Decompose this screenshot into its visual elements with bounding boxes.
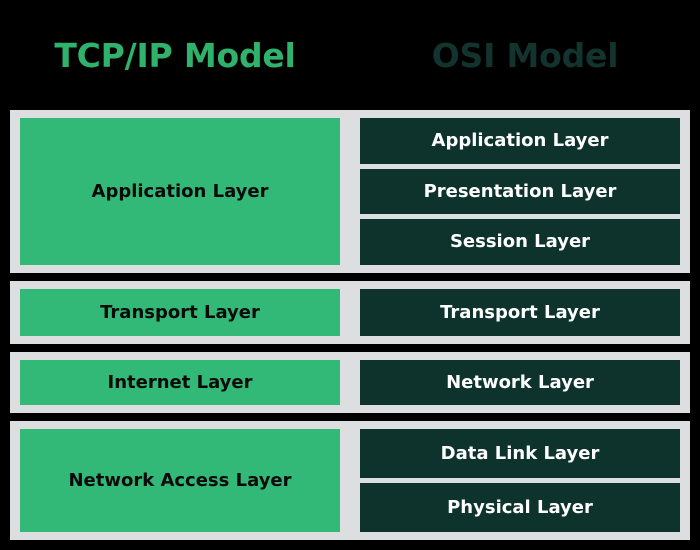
osi-model-title: OSI Model [431, 35, 619, 75]
tcpip-column-transport: Transport Layer [20, 289, 340, 336]
layer-band-transport: Transport Layer Transport Layer [10, 281, 690, 344]
tcpip-layer-internet: Internet Layer [20, 360, 340, 405]
tcpip-column-application: Application Layer [20, 118, 340, 265]
osi-column-transport: Transport Layer [360, 289, 680, 336]
tcpip-layer-application: Application Layer [20, 118, 340, 265]
osi-layer-data-link: Data Link Layer [360, 429, 680, 478]
osi-layer-presentation: Presentation Layer [360, 168, 680, 215]
osi-column-application: Application Layer Presentation Layer Ses… [360, 118, 680, 266]
osi-layer-session: Session Layer [360, 219, 680, 266]
tcpip-model-title: TCP/IP Model [54, 35, 296, 75]
diagram-header: TCP/IP Model OSI Model [0, 0, 700, 110]
osi-layer-physical: Physical Layer [360, 483, 680, 532]
tcpip-column-network-access: Network Access Layer [20, 429, 340, 532]
tcpip-layer-network-access: Network Access Layer [20, 429, 340, 532]
osi-layer-network: Network Layer [360, 360, 680, 405]
osi-layer-transport: Transport Layer [360, 289, 680, 336]
layer-band-network: Internet Layer Network Layer [10, 352, 690, 413]
layer-band-network-access: Network Access Layer Data Link Layer Phy… [10, 421, 690, 540]
osi-column-network-access: Data Link Layer Physical Layer [360, 429, 680, 532]
tcpip-layer-transport: Transport Layer [20, 289, 340, 336]
osi-column-network: Network Layer [360, 360, 680, 405]
osi-layer-application: Application Layer [360, 118, 680, 164]
layer-band-application: Application Layer Application Layer Pres… [10, 110, 690, 273]
tcpip-column-internet: Internet Layer [20, 360, 340, 405]
